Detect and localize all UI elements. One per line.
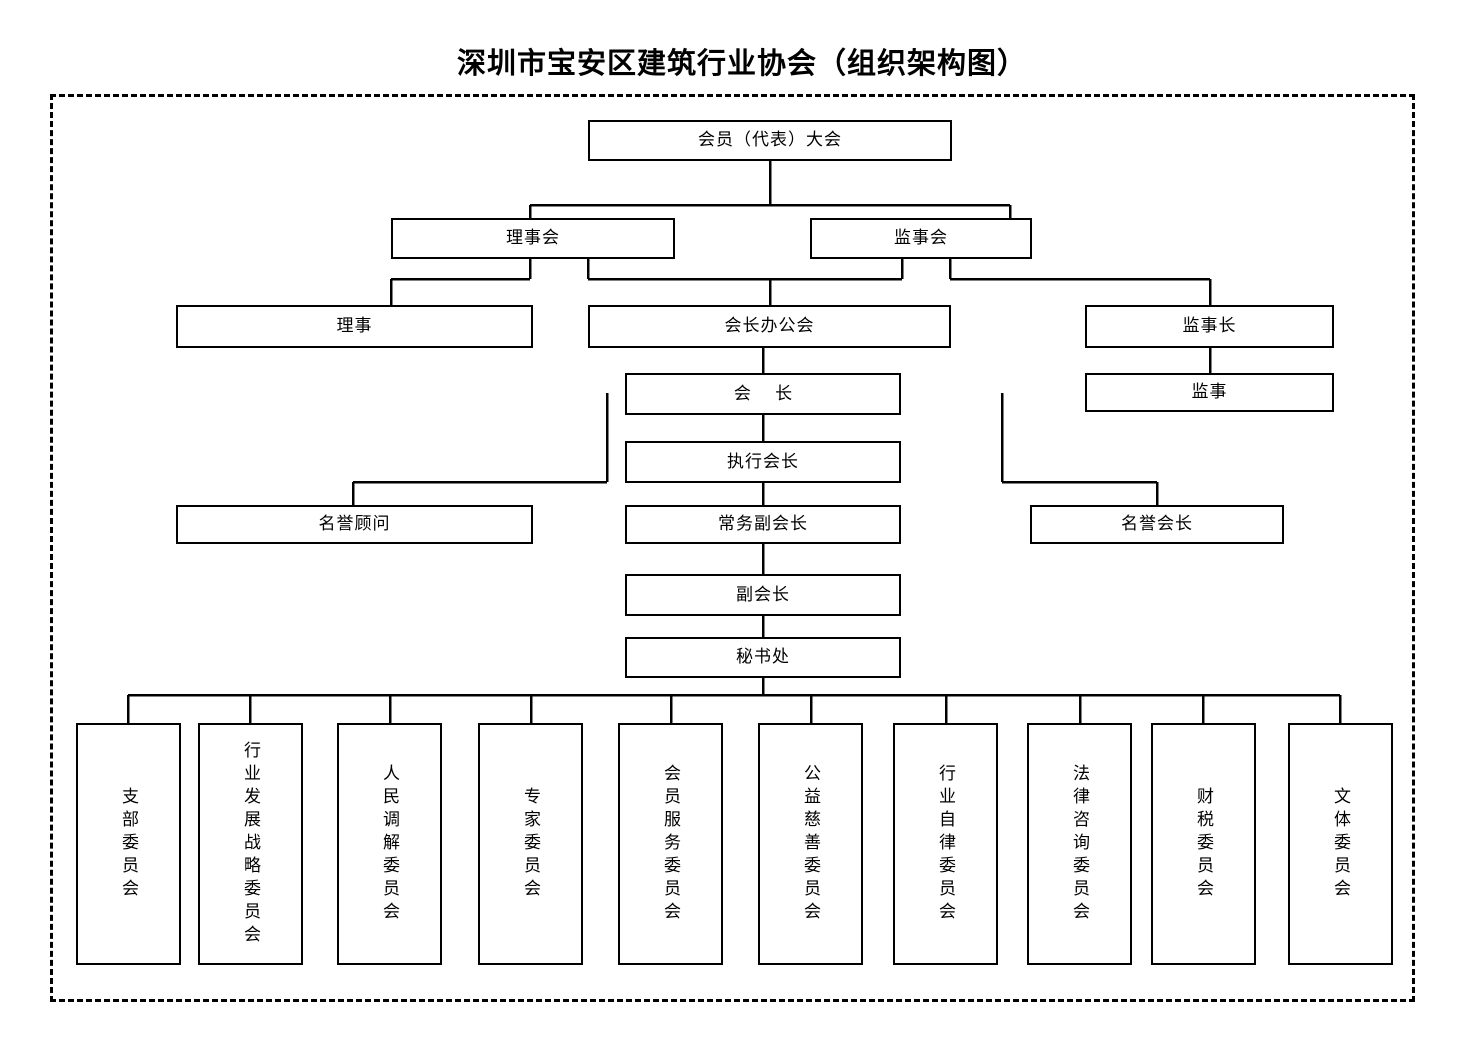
node-council[interactable]: 理事会 [391,218,675,259]
node-supervisory-board[interactable]: 监事会 [810,218,1032,259]
node-director[interactable]: 理事 [176,305,533,348]
node-label: 理事会 [506,228,560,248]
committee-box-5[interactable]: 公益慈善委员会 [758,723,863,965]
committee-label: 支部委员会 [119,786,138,902]
node-supervisor[interactable]: 监事 [1085,373,1334,412]
committee-box-6[interactable]: 行业自律委员会 [893,723,998,965]
node-president-office-meeting[interactable]: 会长办公会 [588,305,951,348]
node-label: 副会长 [736,584,790,604]
node-label: 理事 [336,316,373,336]
node-member-assembly[interactable]: 会员（代表）大会 [588,120,952,161]
committee-box-4[interactable]: 会员服务委员会 [618,723,723,965]
node-label: 监事长 [1182,316,1237,336]
committee-box-7[interactable]: 法律咨询委员会 [1027,723,1132,965]
committee-box-3[interactable]: 专家委员会 [478,723,583,965]
node-secretariat[interactable]: 秘书处 [625,637,901,678]
chart-frame-border [50,94,1415,1002]
committee-box-9[interactable]: 文体委员会 [1288,723,1393,965]
node-vice-president[interactable]: 副会长 [625,574,901,616]
node-chief-supervisor[interactable]: 监事长 [1085,305,1334,348]
node-president[interactable]: 会 长 [625,373,901,415]
committee-box-1[interactable]: 行业发展战略委员会 [198,723,303,965]
node-label: 会员（代表）大会 [698,130,842,150]
committee-label: 财税委员会 [1194,786,1213,902]
committee-label: 公益慈善委员会 [801,763,820,925]
committee-label: 行业自律委员会 [936,763,955,925]
committee-label: 文体委员会 [1331,786,1350,902]
node-honorary-advisor[interactable]: 名誉顾问 [176,505,533,544]
node-label: 名誉会长 [1121,514,1193,534]
committee-label: 会员服务委员会 [661,763,680,925]
committee-box-0[interactable]: 支部委员会 [76,723,181,965]
committee-label: 专家委员会 [521,786,540,902]
node-label: 监事 [1191,382,1228,402]
node-standing-vice-president[interactable]: 常务副会长 [625,505,901,544]
committee-label: 人民调解委员会 [380,763,399,925]
committee-box-8[interactable]: 财税委员会 [1151,723,1256,965]
node-executive-president[interactable]: 执行会长 [625,441,901,483]
node-label: 会 长 [733,383,803,403]
node-label: 会长办公会 [724,316,815,336]
page-title: 深圳市宝安区建筑行业协会（组织架构图） [456,48,1027,80]
committee-label: 行业发展战略委员会 [241,740,260,948]
node-honorary-president[interactable]: 名誉会长 [1030,505,1284,544]
node-label: 监事会 [894,228,948,248]
node-label: 名誉顾问 [318,514,391,534]
node-label: 秘书处 [736,647,790,667]
committee-label: 法律咨询委员会 [1070,763,1089,925]
committee-box-2[interactable]: 人民调解委员会 [337,723,442,965]
node-label: 执行会长 [727,451,799,471]
node-label: 常务副会长 [718,514,808,534]
